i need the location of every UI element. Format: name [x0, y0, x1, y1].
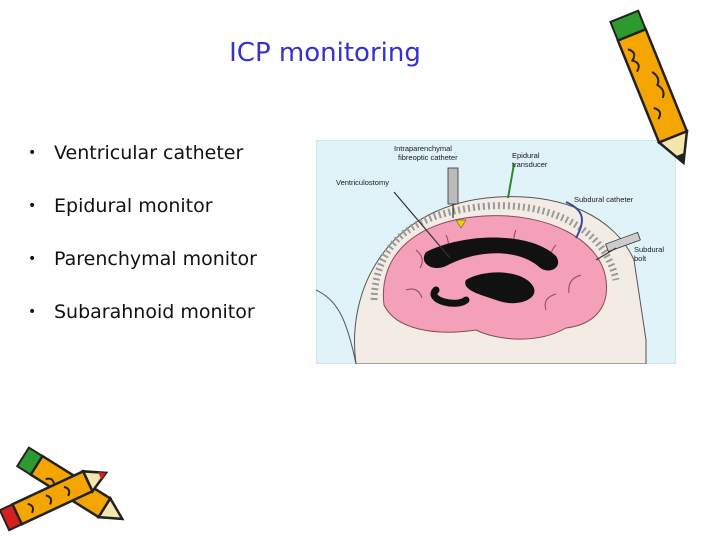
- label-ventriculostomy: Ventriculostomy: [336, 178, 389, 187]
- pencil-lead: [97, 472, 106, 480]
- label-subdural: Subdural: [634, 245, 664, 254]
- subdural-bolt: [605, 231, 641, 253]
- bullet-dot: •: [28, 251, 37, 267]
- slide-title: ICP monitoring: [229, 38, 421, 68]
- lateral-ventricle: [423, 237, 559, 271]
- label-epidural: Epidural: [512, 151, 540, 160]
- bullet-list: •Ventricular catheter •Epidural monitor …: [28, 138, 257, 350]
- bullet-dot: •: [28, 145, 37, 161]
- label-fibreoptic: fibreoptic catheter: [398, 153, 458, 162]
- subdural-catheter: [565, 201, 583, 239]
- label-intraparenchymal: Intraparenchymal: [394, 144, 452, 153]
- bullet-text: Parenchymal monitor: [54, 248, 257, 270]
- third-ventricle: [465, 272, 535, 304]
- epidural-sensor: [455, 219, 467, 229]
- pencil-pattern: [27, 485, 71, 514]
- label-transducer: transducer: [512, 160, 548, 169]
- bullet-dot: •: [28, 304, 37, 320]
- icp-diagram: Intraparenchymal fibreoptic catheter Epi…: [316, 140, 676, 364]
- bullet-text: Subarahnoid monitor: [54, 301, 255, 323]
- pencil-icon: [609, 9, 689, 166]
- epidural-wire: [507, 163, 515, 199]
- bullet-item: • Parenchymal monitor: [28, 244, 257, 297]
- bullet-item: • Epidural monitor: [28, 191, 257, 244]
- bullet-item: • Ventricular catheter: [28, 138, 257, 191]
- pencils-icon: [0, 446, 125, 532]
- pencil-lead: [675, 152, 685, 163]
- pencil-body: [616, 27, 689, 145]
- temporal-horn: [430, 286, 470, 307]
- intraparenchymal-probe: [447, 167, 459, 205]
- label-bolt: bolt: [634, 254, 647, 263]
- subdural-bolt-shaft: [595, 247, 617, 261]
- bullet-text: Ventricular catheter: [54, 142, 244, 164]
- skull: [370, 202, 620, 301]
- bullet-text: Epidural monitor: [54, 195, 213, 217]
- label-subdural-catheter: Subdural catheter: [574, 195, 634, 204]
- bullet-dot: •: [28, 198, 37, 214]
- ventriculostomy-catheter: [393, 191, 451, 259]
- pencil-tip: [96, 496, 125, 521]
- pencil-pattern: [627, 48, 665, 120]
- face-contour: [316, 289, 357, 364]
- bullet-item: • Subarahnoid monitor: [28, 297, 257, 350]
